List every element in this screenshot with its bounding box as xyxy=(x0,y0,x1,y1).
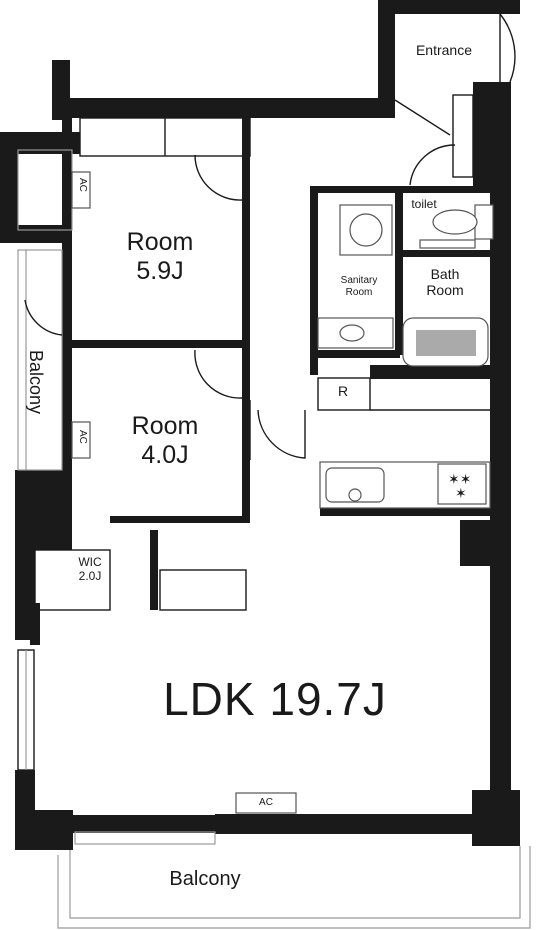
exterior-walls xyxy=(0,0,520,850)
label-room-5-9j: Room 5.9J xyxy=(126,228,194,285)
label-room-4-0j: Room 4.0J xyxy=(131,412,199,469)
doors xyxy=(24,13,516,460)
svg-text:✶: ✶ xyxy=(455,486,467,502)
label-entrance: Entrance xyxy=(415,42,473,58)
label-balcony-left: Balcony xyxy=(26,350,46,415)
ac-label-room1: AC xyxy=(77,178,88,192)
toilet-fixture xyxy=(419,204,494,249)
ac-label-room2: AC xyxy=(77,430,88,444)
label-bath-room: Bath Room xyxy=(426,266,464,299)
bathtub xyxy=(402,317,489,367)
ac-label-ldk: AC xyxy=(259,797,273,808)
label-ldk: LDK 19.7J xyxy=(163,673,387,725)
kitchen-counter: ✶✶ ✶ xyxy=(319,461,491,509)
label-toilet: toilet xyxy=(411,197,437,211)
interior-walls xyxy=(62,118,495,610)
washbasin xyxy=(317,317,394,349)
svg-text:✶✶: ✶✶ xyxy=(448,472,471,488)
partitions xyxy=(17,94,531,929)
label-sanitary-room: Sanitary Room xyxy=(340,275,378,298)
label-refrigerator: R xyxy=(337,383,349,399)
washing-machine xyxy=(339,204,393,256)
label-balcony-bottom: Balcony xyxy=(169,868,241,890)
ac-units xyxy=(71,171,297,814)
label-wic: WIC 2.0J xyxy=(78,555,102,583)
